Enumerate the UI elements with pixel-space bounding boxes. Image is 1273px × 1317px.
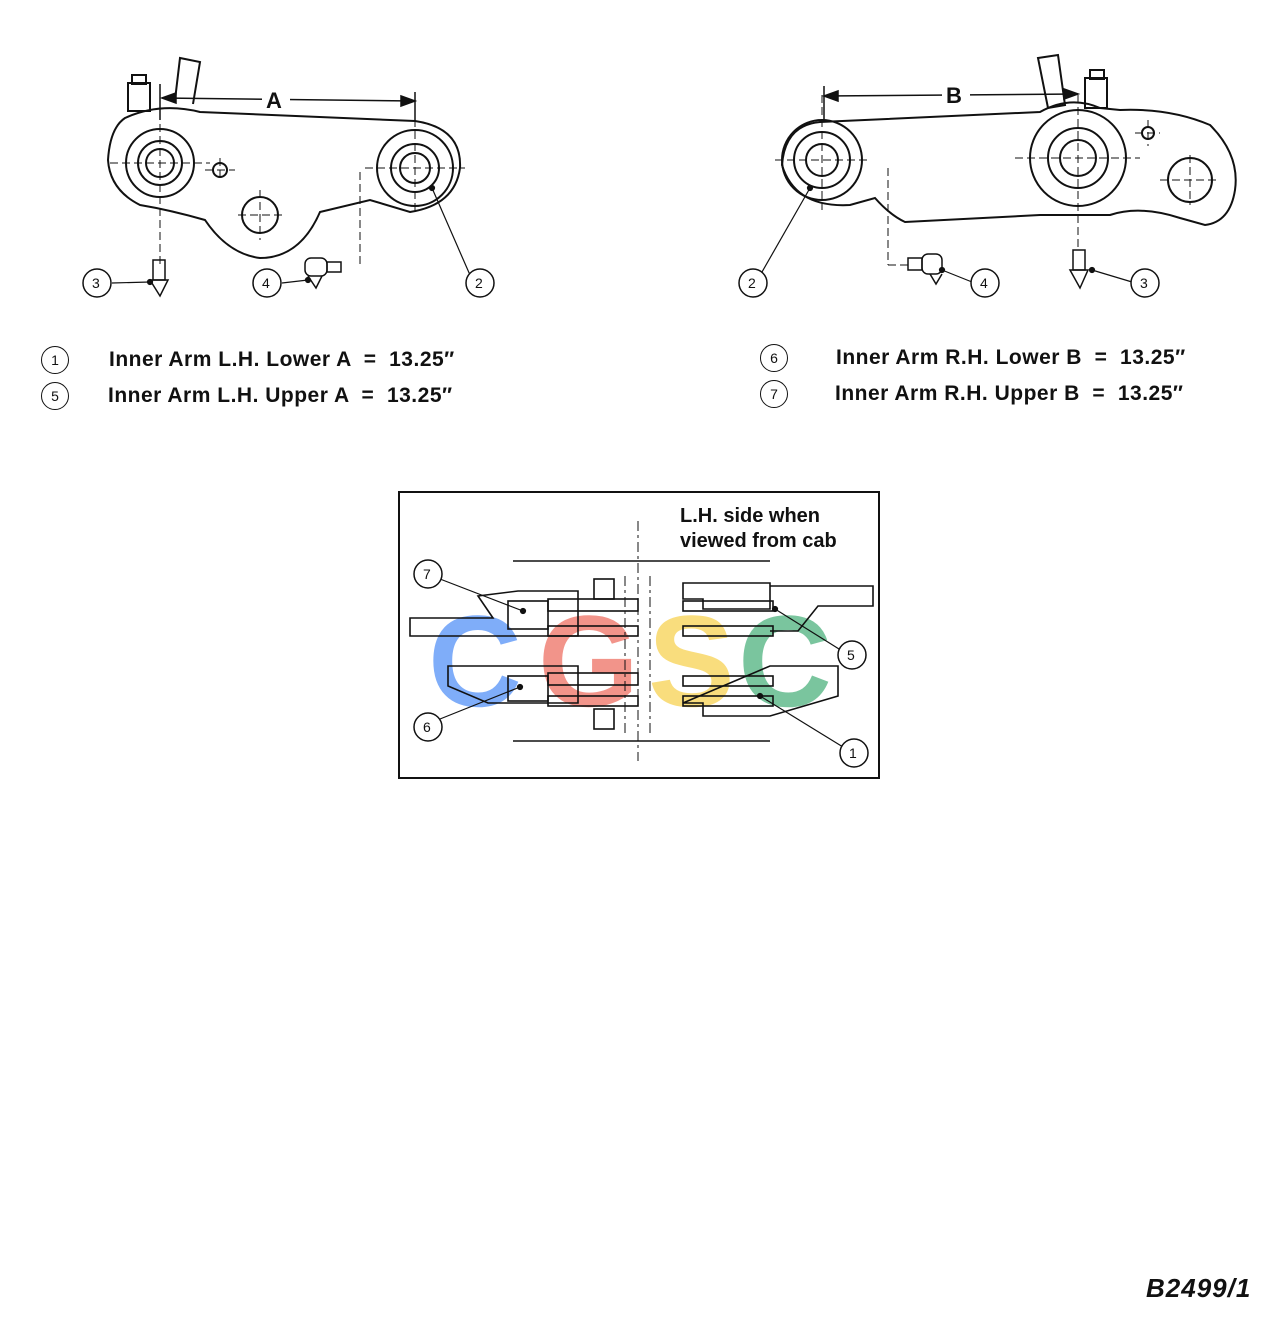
legend-number: 7 <box>760 380 788 408</box>
legend-text: Inner Arm L.H. Lower A = 13.25″ <box>109 348 455 371</box>
legend-text: Inner Arm R.H. Lower B = 13.25″ <box>836 346 1186 369</box>
legend-number: 1 <box>41 346 69 374</box>
detail-caption: L.H. side when viewed from cab <box>680 505 837 552</box>
legend-item-5: 5 Inner Arm L.H. Upper A = 13.25″ <box>41 381 453 411</box>
svg-text:1: 1 <box>849 745 857 761</box>
detail-callout-7: 7 <box>413 559 443 589</box>
svg-text:5: 5 <box>847 647 855 663</box>
right-callout-3: 3 <box>1130 268 1160 298</box>
legend-item-6: 6 Inner Arm R.H. Lower B = 13.25″ <box>760 343 1186 373</box>
watermark-letter: C <box>738 588 832 734</box>
legend-item-7: 7 Inner Arm R.H. Upper B = 13.25″ <box>760 379 1183 409</box>
svg-text:4: 4 <box>980 275 988 291</box>
watermark-letter: S <box>648 588 735 734</box>
left-callout-4: 4 <box>252 268 282 298</box>
detail-callout-6: 6 <box>413 712 443 742</box>
left-arm-outline <box>106 107 462 260</box>
legend-text: Inner Arm L.H. Upper A = 13.25″ <box>108 384 453 407</box>
legend-number: 5 <box>41 382 69 410</box>
drawing-id: B2499/1 <box>1146 1273 1252 1303</box>
watermark-letter: C <box>428 588 522 734</box>
svg-text:2: 2 <box>748 275 756 291</box>
svg-text:4: 4 <box>262 275 270 291</box>
svg-text:7: 7 <box>423 566 431 582</box>
svg-text:6: 6 <box>423 719 431 735</box>
right-dimension-label: B <box>946 83 962 108</box>
detail-callout-1: 1 <box>839 738 869 768</box>
svg-text:3: 3 <box>92 275 100 291</box>
left-arm-diagram: A 3 4 2 <box>82 56 495 298</box>
detail-section-drawing: C G S C <box>409 521 874 768</box>
right-arm-diagram: B 2 4 3 <box>738 53 1237 298</box>
detail-section-box <box>398 491 880 779</box>
svg-text:3: 3 <box>1140 275 1148 291</box>
left-callout-2: 2 <box>465 268 495 298</box>
watermark-letter: G <box>538 588 639 734</box>
legend-item-1: 1 Inner Arm L.H. Lower A = 13.25″ <box>41 345 455 375</box>
detail-callout-5: 5 <box>837 640 867 670</box>
legend-number: 6 <box>760 344 788 372</box>
legend-text: Inner Arm R.H. Upper B = 13.25″ <box>835 382 1184 405</box>
left-dimension-label: A <box>266 88 282 113</box>
right-callout-2: 2 <box>738 268 768 298</box>
watermark: C G S C <box>428 588 832 734</box>
right-callout-4: 4 <box>970 268 1000 298</box>
svg-text:2: 2 <box>475 275 483 291</box>
left-callout-3: 3 <box>82 268 112 298</box>
